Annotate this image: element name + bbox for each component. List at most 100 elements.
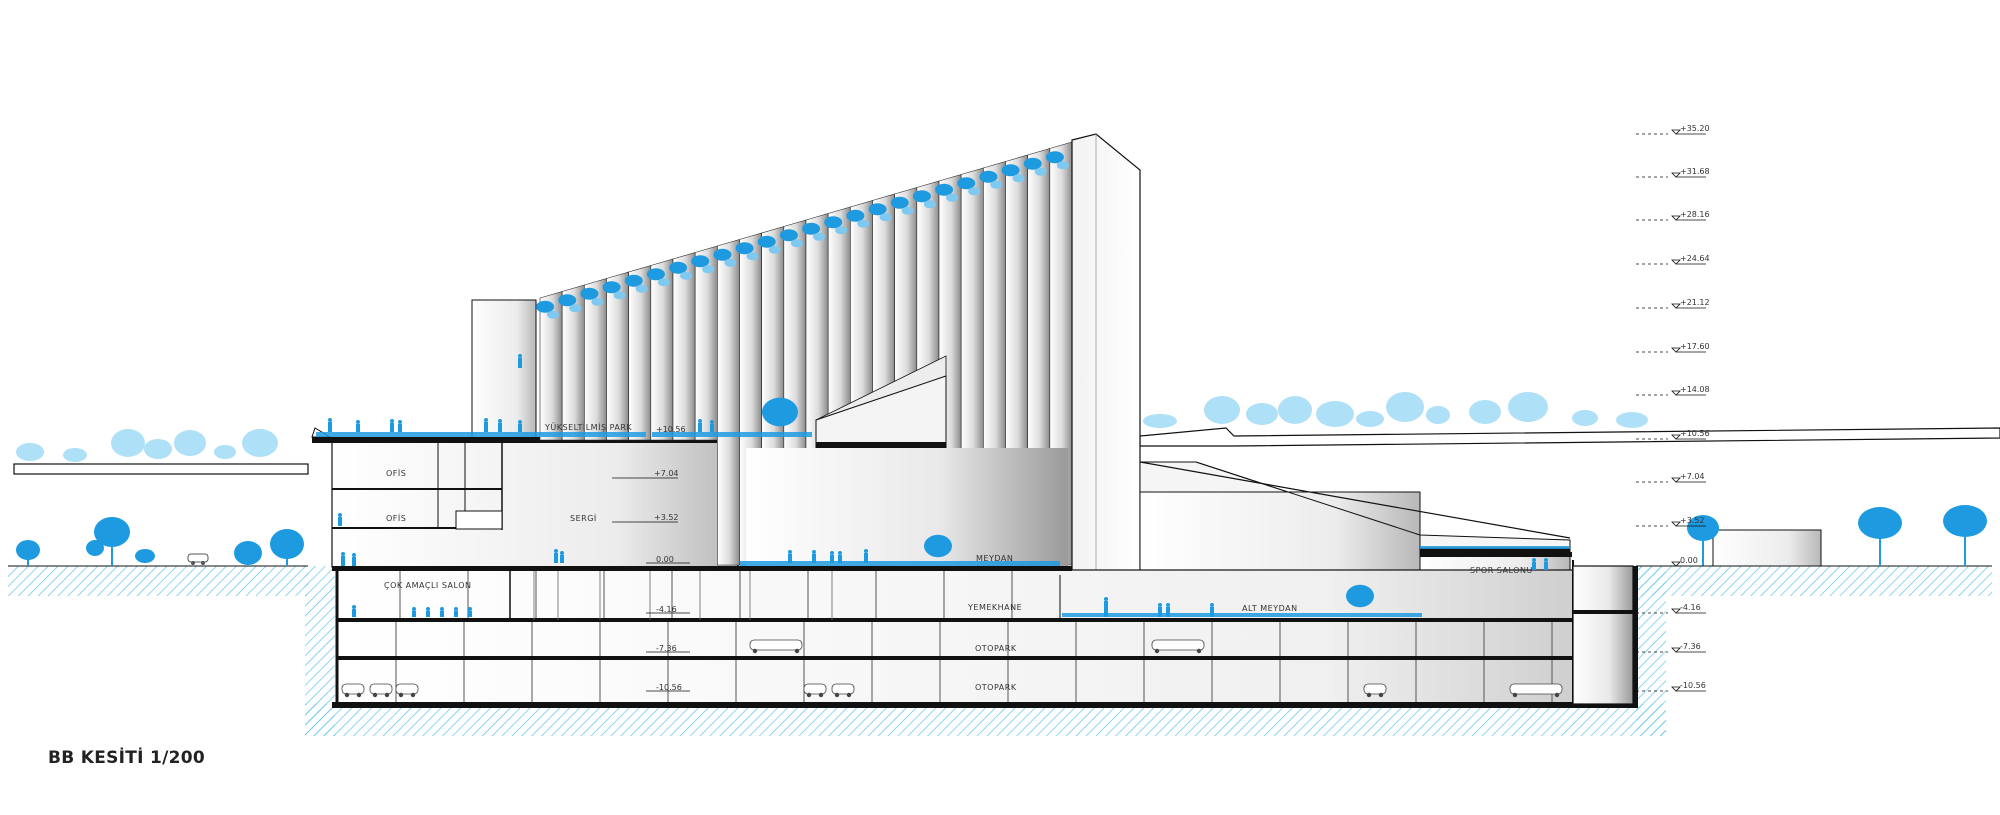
roof-planting xyxy=(1023,157,1042,170)
person-figure xyxy=(788,550,792,554)
tree xyxy=(924,534,952,558)
roof-planting xyxy=(536,300,555,313)
car xyxy=(1509,683,1563,695)
roof-planting xyxy=(901,206,914,215)
label-meydan: MEYDAN xyxy=(976,554,1013,563)
parking-cars xyxy=(341,639,1563,698)
roof-planting xyxy=(979,170,998,183)
person-figure xyxy=(390,419,394,423)
right-deck xyxy=(1139,427,2000,567)
grass-strips xyxy=(316,432,1570,617)
person-figure xyxy=(440,607,444,611)
level-mark-736: -7.36 xyxy=(656,644,677,653)
roof-planting xyxy=(868,203,887,216)
car xyxy=(803,683,827,695)
level-mark-416: -4.16 xyxy=(656,605,677,614)
person-figure xyxy=(454,607,458,611)
roof-planting xyxy=(935,183,954,196)
elevation-value: 0.00 xyxy=(1680,556,1698,565)
person-figure xyxy=(1544,558,1548,562)
fin-panel xyxy=(650,258,674,441)
roof-planting xyxy=(824,216,843,229)
fin-panel xyxy=(672,252,696,441)
roof-planting xyxy=(713,248,732,261)
roof-planting xyxy=(691,255,710,268)
roof-planting xyxy=(680,271,693,280)
person-figure xyxy=(1166,603,1170,607)
person-figure xyxy=(1158,603,1162,607)
person-figure xyxy=(352,553,356,557)
roof-planting xyxy=(602,281,621,294)
elevation-value: +17.60 xyxy=(1680,342,1710,351)
roof-planting xyxy=(879,213,892,222)
elevation-value: +21.12 xyxy=(1680,298,1710,307)
person-figure xyxy=(1532,558,1536,562)
person-figure xyxy=(864,549,868,553)
roof-planting xyxy=(957,177,976,190)
person-figure xyxy=(352,605,356,609)
person-figure xyxy=(560,551,564,555)
elevation-value: -10.56 xyxy=(1680,681,1706,690)
person-figure xyxy=(356,420,360,424)
person-figure xyxy=(518,420,522,424)
roof-planting xyxy=(1056,161,1069,170)
roof-planting xyxy=(646,268,665,281)
label-cok-amacli-salon: ÇOK AMAÇLI SALON xyxy=(384,581,471,590)
parking-columns xyxy=(395,571,1553,702)
roof-planting xyxy=(1001,164,1020,177)
roof-planting xyxy=(613,291,626,300)
person-figure xyxy=(412,607,416,611)
elevation-value: +10.56 xyxy=(1680,429,1710,438)
central-space xyxy=(746,375,1068,568)
roof-planting xyxy=(591,297,604,306)
person-figure xyxy=(338,513,342,517)
roof-planting xyxy=(547,310,560,319)
car xyxy=(341,683,365,695)
label-yukseltilmis-park: YÜKSELTİLMİŞ PARK xyxy=(544,422,632,432)
fin-panel xyxy=(717,239,740,566)
fin-panel xyxy=(694,245,718,441)
roof-planting xyxy=(846,209,865,222)
person-figure xyxy=(830,551,834,555)
roof-planting xyxy=(624,274,643,287)
roof-planting xyxy=(912,190,931,203)
elevation-value: +31.68 xyxy=(1680,167,1710,176)
label-otopark-1: OTOPARK xyxy=(975,644,1017,653)
person-figure xyxy=(1104,597,1108,601)
level-mark-1056: -10.56 xyxy=(656,683,682,692)
drawing-title: BB KESİTİ 1/200 xyxy=(48,748,206,768)
person-figure xyxy=(518,354,522,358)
level-mark-704: +7.04 xyxy=(654,469,679,478)
roof-planting xyxy=(657,278,670,287)
car xyxy=(749,639,803,651)
elevation-value: +14.08 xyxy=(1680,385,1710,394)
roof-planting xyxy=(580,287,599,300)
elevation-value: +28.16 xyxy=(1680,210,1710,219)
roof-planting xyxy=(724,258,737,267)
level-mark-1056-top: +10.56 xyxy=(656,425,686,434)
level-mark-352: +3.52 xyxy=(654,513,679,522)
person-figure xyxy=(812,550,816,554)
roof-planting xyxy=(802,222,821,235)
roof-planting xyxy=(857,219,870,228)
roof-planting xyxy=(890,196,909,209)
sloped-roof xyxy=(1139,461,1571,539)
roof-planting xyxy=(1012,174,1025,183)
roof-planting xyxy=(669,261,688,274)
label-spor-salonu: SPOR SALONU xyxy=(1470,566,1533,575)
label-ofis-1: OFİS xyxy=(386,468,406,478)
car xyxy=(1151,639,1205,651)
roof-planting xyxy=(746,252,759,261)
person-figure xyxy=(498,419,502,423)
person-figure xyxy=(468,607,472,611)
roof-planting xyxy=(569,304,582,313)
people xyxy=(328,354,1548,617)
car-ground xyxy=(187,553,209,565)
elevation-scale: +35.20+31.68+28.16+24.64+21.12+17.60+14.… xyxy=(1636,124,1710,692)
tree xyxy=(762,397,798,427)
elevation-value: +7.04 xyxy=(1680,472,1705,481)
roof-planting xyxy=(923,200,936,209)
label-yemekhane: YEMEKHANE xyxy=(967,603,1022,612)
roof-planting xyxy=(735,242,754,255)
